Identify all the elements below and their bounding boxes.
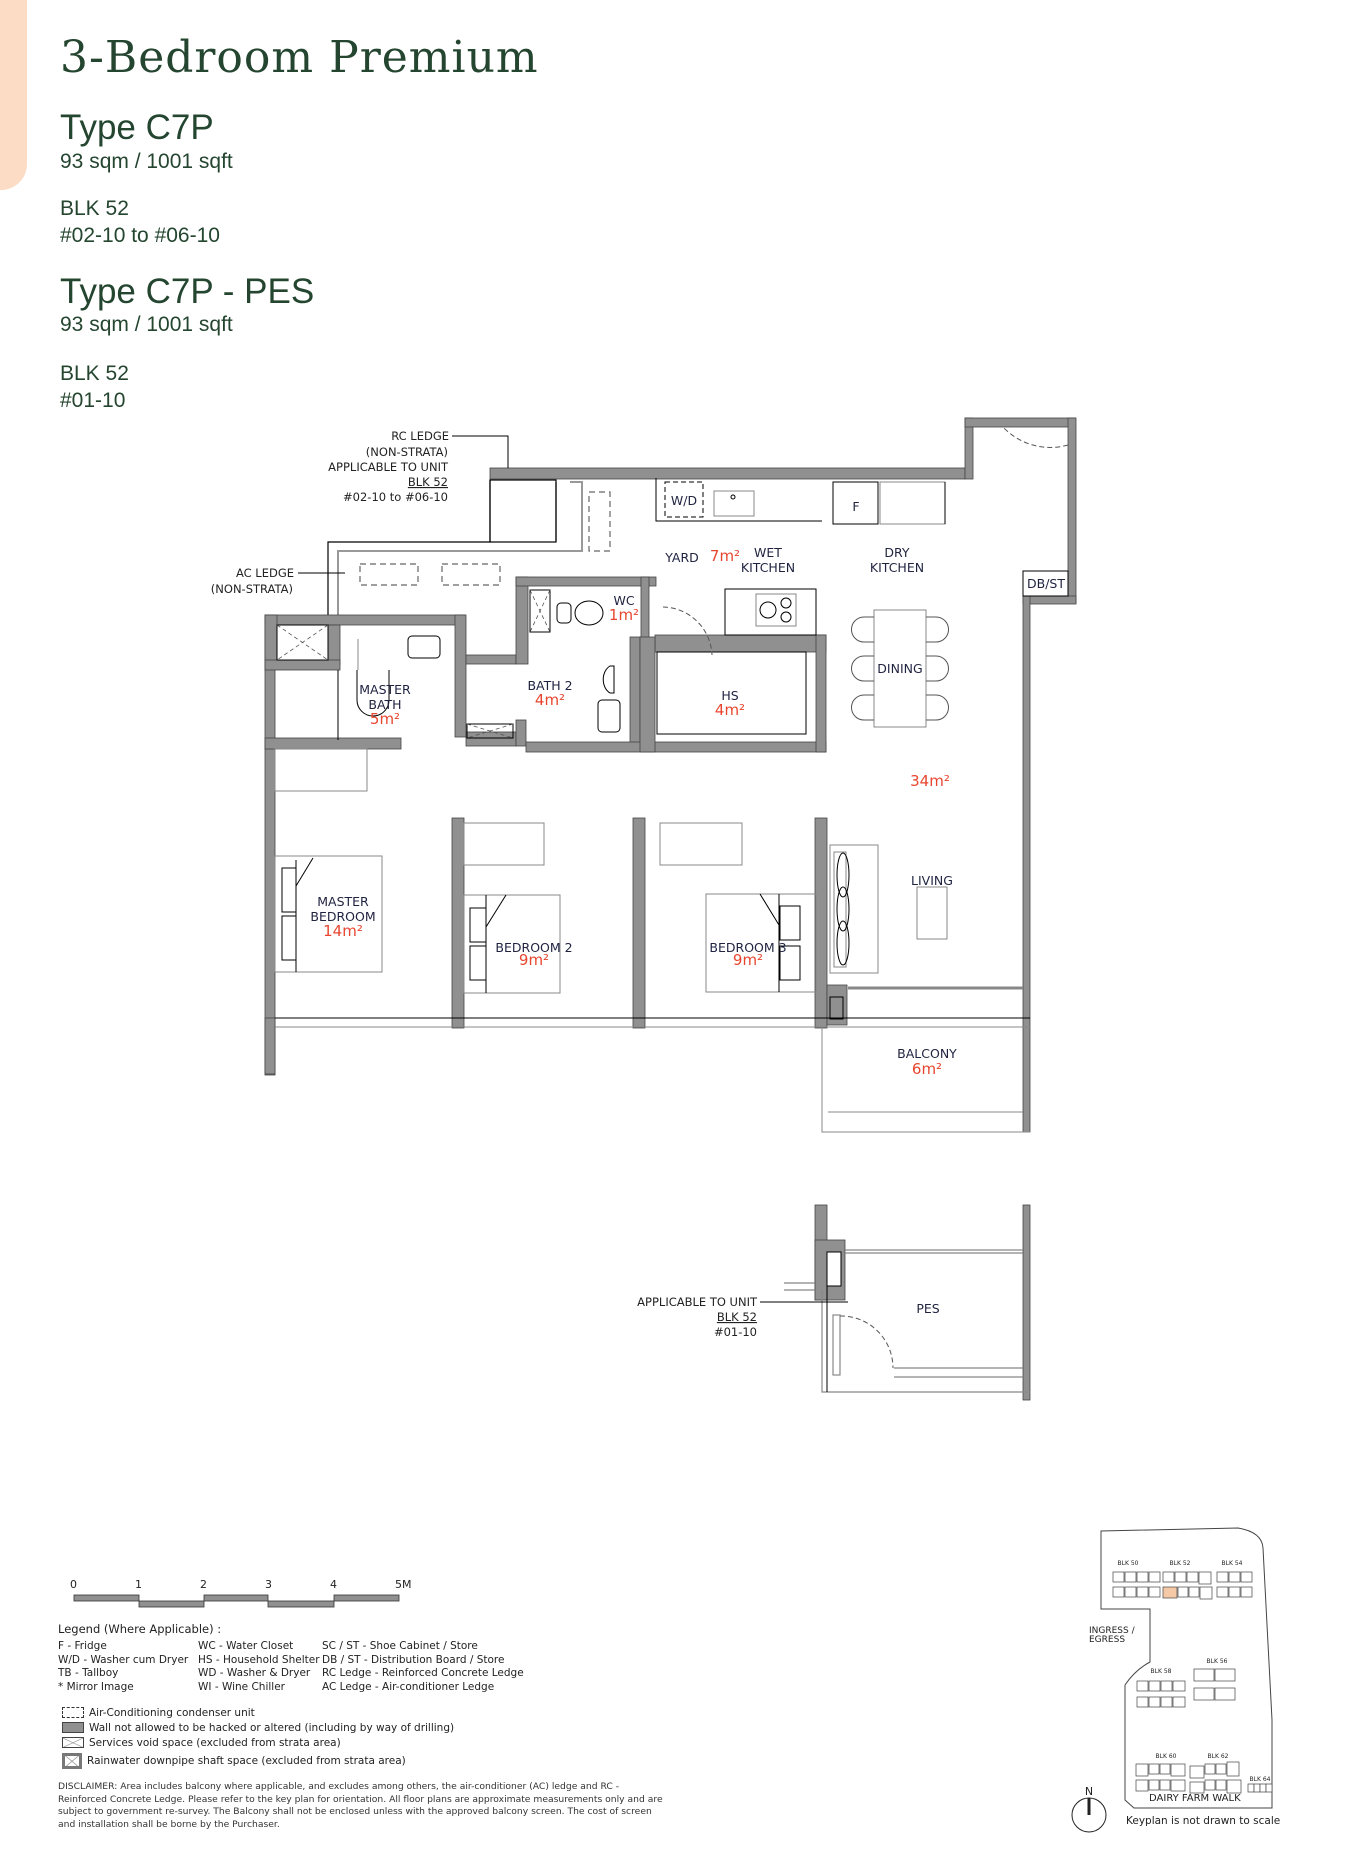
svg-text:AC LEDGE: AC LEDGE: [236, 566, 294, 580]
keyplan-caption: Keyplan is not drawn to scale: [1126, 1815, 1281, 1827]
legend-symbol-row: Rainwater downpipe shaft space (excluded…: [62, 1750, 454, 1772]
svg-text:BLK 52: BLK 52: [717, 1310, 757, 1324]
svg-text:LIVING: LIVING: [911, 873, 953, 888]
svg-text:BEDROOM: BEDROOM: [310, 909, 375, 924]
svg-text:KITCHEN: KITCHEN: [741, 560, 795, 575]
legend-abbreviations: F - Fridge WC - Water Closet SC / ST - S…: [58, 1640, 524, 1693]
svg-text:APPLICABLE TO UNIT: APPLICABLE TO UNIT: [637, 1295, 758, 1309]
legend-symbols: Air-Conditioning condenser unit Wall not…: [62, 1705, 454, 1772]
svg-text:9m²: 9m²: [519, 951, 549, 969]
svg-text:BLK 50: BLK 50: [1118, 1560, 1139, 1567]
svg-text:KITCHEN: KITCHEN: [870, 560, 924, 575]
structural-wall: [489, 467, 966, 480]
svg-text:MASTER: MASTER: [359, 682, 411, 697]
keyplan-road-label: DAIRY FARM WALK: [1149, 1793, 1241, 1804]
svg-text:9m²: 9m²: [733, 951, 763, 969]
svg-text:BALCONY: BALCONY: [897, 1046, 957, 1061]
disclaimer: DISCLAIMER: Area includes balcony where …: [58, 1781, 663, 1830]
svg-text:MASTER: MASTER: [317, 894, 369, 909]
north-label: N: [1085, 1785, 1093, 1798]
scale-bar: [73, 1594, 400, 1608]
svg-text:BLK 56: BLK 56: [1207, 1658, 1228, 1665]
ac-condenser-icon: [359, 563, 419, 586]
unit-type-size: 93 sqm / 1001 sqft: [60, 150, 233, 173]
structural-wall-icon: [62, 1722, 84, 1733]
svg-text:RC LEDGE: RC LEDGE: [391, 429, 449, 443]
scale-bar-labels: 0 1 2 3 4 5M: [70, 1578, 412, 1591]
svg-text:DRY: DRY: [884, 545, 910, 560]
legend-symbol-row: Air-Conditioning condenser unit: [62, 1705, 454, 1720]
services-void-icon: [62, 1737, 84, 1748]
ac-condenser-icon: [588, 491, 611, 552]
svg-text:#01-10: #01-10: [714, 1325, 757, 1339]
svg-text:DB/ST: DB/ST: [1027, 576, 1065, 591]
pes-plan: [784, 1204, 1031, 1401]
svg-text:34m²: 34m²: [910, 772, 950, 790]
svg-text:BLK 52: BLK 52: [1170, 1560, 1191, 1567]
svg-text:HS: HS: [721, 688, 738, 703]
svg-text:W/D: W/D: [671, 493, 697, 508]
svg-text:4m²: 4m²: [535, 691, 565, 709]
legend-symbol-row: Services void space (excluded from strat…: [62, 1735, 454, 1750]
svg-text:BLK 58: BLK 58: [1151, 1668, 1172, 1675]
ac-condenser-icon: [441, 563, 501, 586]
svg-text:#02-10 to #06-10: #02-10 to #06-10: [343, 490, 448, 504]
yard-area: 7m²: [710, 547, 740, 565]
accent-tab: [0, 0, 27, 190]
keyplan-ingress-label: INGRESS / EGRESS: [1089, 1626, 1135, 1645]
keyplan: [1100, 1527, 1273, 1809]
ac-condenser-icon: [62, 1707, 84, 1718]
svg-text:BLK 60: BLK 60: [1156, 1753, 1177, 1760]
svg-text:BLK 62: BLK 62: [1208, 1753, 1229, 1760]
page-title: 3-Bedroom Premium: [60, 32, 539, 83]
svg-text:BLK 54: BLK 54: [1222, 1560, 1243, 1567]
unit-type-pes-size: 93 sqm / 1001 sqft: [60, 313, 233, 336]
svg-text:(NON-STRATA): (NON-STRATA): [211, 582, 293, 596]
highlighted-unit: [1162, 1586, 1178, 1599]
svg-text:DINING: DINING: [877, 661, 922, 676]
svg-text:BLK 52: BLK 52: [408, 475, 448, 489]
svg-text:APPLICABLE TO UNIT: APPLICABLE TO UNIT: [328, 460, 449, 474]
unit-block-info: BLK 52 #02-10 to #06-10: [60, 195, 220, 249]
svg-text:5m²: 5m²: [370, 710, 400, 728]
svg-text:BATH 2: BATH 2: [527, 678, 572, 693]
legend-title: Legend (Where Applicable) :: [58, 1622, 222, 1636]
svg-text:BLK 64: BLK 64: [1250, 1776, 1271, 1783]
svg-text:4m²: 4m²: [715, 701, 745, 719]
rainwater-shaft-icon: [62, 1753, 82, 1769]
svg-text:WC: WC: [613, 593, 634, 608]
svg-text:BEDROOM 2: BEDROOM 2: [495, 940, 572, 955]
svg-text:WET: WET: [754, 545, 782, 560]
washer-dryer: [664, 481, 704, 518]
legend-symbol-row: Wall not allowed to be hacked or altered…: [62, 1720, 454, 1735]
unit-range: #01-10: [60, 389, 126, 412]
svg-text:6m²: 6m²: [912, 1060, 942, 1078]
unit-type-title: Type C7P: [60, 108, 214, 147]
svg-text:14m²: 14m²: [323, 922, 363, 940]
svg-text:PES: PES: [916, 1301, 939, 1316]
unit-pes-block-info: BLK 52 #01-10: [60, 360, 129, 414]
svg-text:BEDROOM 3: BEDROOM 3: [709, 940, 786, 955]
unit-block: BLK 52: [60, 197, 129, 220]
unit-block: BLK 52: [60, 362, 129, 385]
yard-label: YARD: [664, 550, 699, 565]
north-arrow-icon: [1071, 1797, 1107, 1833]
svg-text:(NON-STRATA): (NON-STRATA): [366, 445, 448, 459]
keyplan-blocks: BLK 50 BLK 52 BLK 54 BLK 56 BLK 58 BLK 6…: [1118, 1560, 1271, 1783]
svg-text:BATH: BATH: [368, 697, 401, 712]
svg-text:1m²: 1m²: [609, 606, 639, 624]
svg-text:F: F: [852, 499, 859, 514]
unit-type-pes-title: Type C7P - PES: [60, 272, 315, 311]
hs-room: [656, 651, 807, 735]
unit-range: #02-10 to #06-10: [60, 224, 220, 247]
